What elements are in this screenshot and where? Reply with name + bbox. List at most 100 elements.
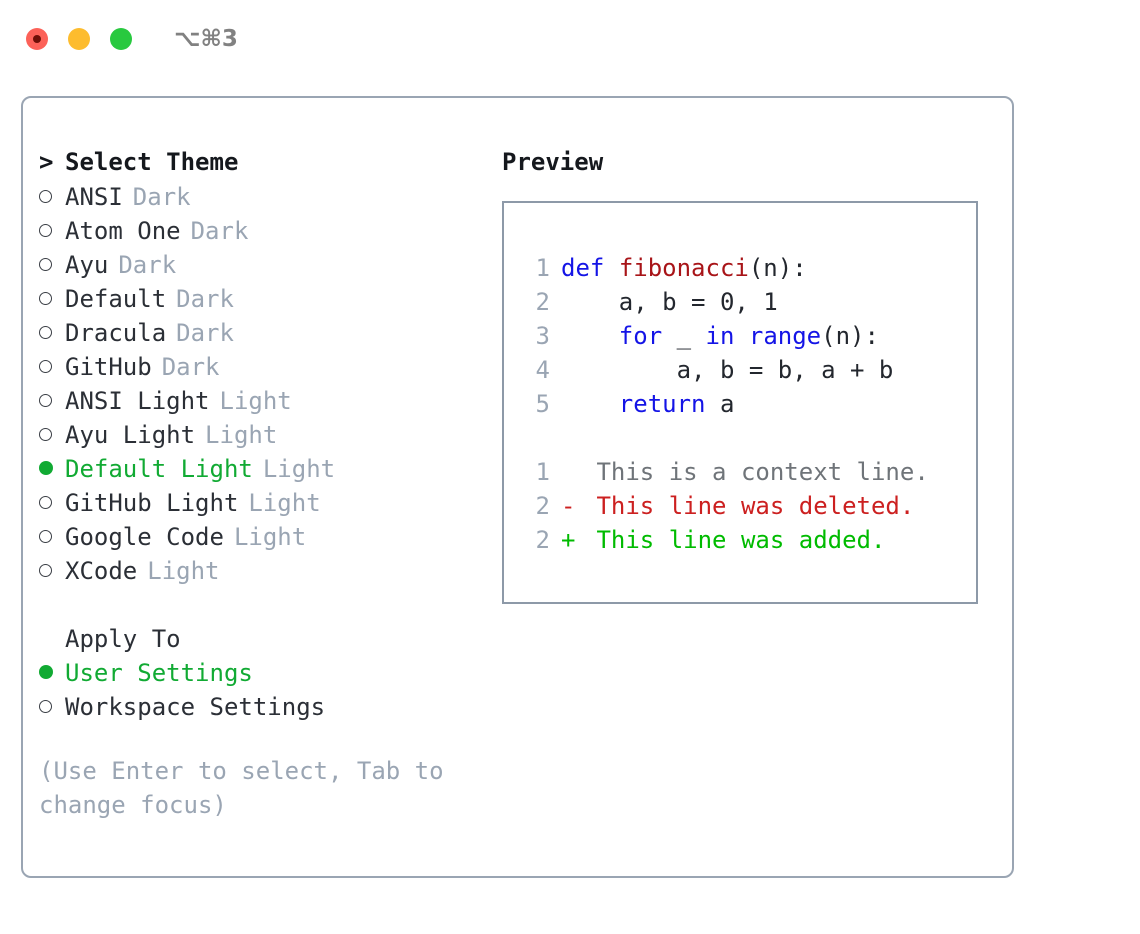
code-line-number: 3 (535, 322, 550, 350)
radio-unselected-icon (39, 316, 65, 350)
code-line: 3 for _ in range(n): (504, 319, 976, 353)
radio-unselected-icon (39, 486, 65, 520)
bullet-empty (39, 292, 52, 305)
apply-to-option-user-settings[interactable]: User Settings (39, 656, 489, 690)
theme-option-variant: Light (147, 557, 220, 585)
preview-title: Preview (502, 148, 604, 176)
code-token (561, 387, 619, 421)
close-window-button[interactable] (26, 28, 48, 50)
theme-option-label: GitHub Light (65, 489, 239, 517)
code-line-number: 4 (535, 356, 550, 384)
radio-unselected-icon (39, 520, 65, 554)
window-titlebar: ⌥⌘3 (0, 0, 1140, 78)
code-token: (n): (748, 254, 807, 282)
theme-option-google-code[interactable]: Google Code Light (39, 520, 489, 554)
bullet-empty (39, 360, 52, 373)
code-line: 4 a, b = b, a + b (504, 353, 976, 387)
code-line: 1 def fibonacci(n): (504, 251, 976, 285)
theme-option-default[interactable]: Default Dark (39, 282, 489, 316)
diff-sign: + (561, 526, 576, 554)
theme-option-variant: Dark (118, 251, 177, 279)
page-title-label: Select Theme (65, 148, 239, 176)
bullet-empty (39, 496, 52, 509)
code-line-number: 5 (535, 390, 550, 418)
theme-option-ansi[interactable]: ANSI Dark (39, 180, 489, 214)
theme-option-label: Ayu (65, 251, 109, 279)
radio-unselected-icon (39, 690, 65, 724)
theme-option-label: ANSI (65, 183, 123, 211)
theme-option-variant: Dark (176, 285, 234, 313)
code-line-number: 2 (535, 288, 550, 316)
code-token: range (748, 322, 822, 350)
bullet-empty (39, 564, 52, 577)
theme-option-label: Ayu Light (65, 421, 196, 449)
code-diff-spacer (504, 421, 976, 455)
apply-to-option-workspace-settings[interactable]: Workspace Settings (39, 690, 489, 724)
radio-unselected-icon (39, 248, 65, 282)
bullet-empty (39, 224, 52, 237)
code-line-number: 1 (535, 254, 550, 282)
theme-option-variant: Light (248, 489, 321, 517)
theme-option-label: XCode (65, 557, 138, 585)
diff-sign: - (561, 492, 576, 520)
radio-unselected-icon (39, 180, 65, 214)
theme-option-label: ANSI Light (65, 387, 210, 415)
apply-to-option-label: Workspace Settings (65, 693, 326, 721)
theme-option-label: Dracula (65, 319, 167, 347)
diff-line-text: This line was deleted. (582, 492, 915, 520)
window-controls (26, 28, 132, 50)
theme-option-variant: Dark (132, 183, 191, 211)
code-token: def (561, 254, 605, 282)
bullet-empty (39, 190, 52, 203)
diff-line: 1 This is a context line. (504, 455, 976, 489)
radio-unselected-icon (39, 350, 65, 384)
theme-option-ayu[interactable]: Ayu Dark (39, 248, 489, 282)
theme-option-label: Google Code (65, 523, 224, 551)
diff-line: 2+ This line was added. (504, 523, 976, 557)
code-line: 5 return a (504, 387, 976, 421)
theme-option-variant: Dark (176, 319, 234, 347)
theme-option-dracula[interactable]: Dracula Dark (39, 316, 489, 350)
code-token (561, 319, 619, 353)
diff-line-text: This line was added. (582, 526, 886, 554)
theme-option-label: Atom One (65, 217, 181, 245)
theme-option-variant: Dark (161, 353, 220, 381)
code-token: fibonacci (618, 254, 749, 282)
code-token: _ (662, 322, 706, 350)
code-token (734, 319, 748, 353)
theme-option-variant: Light (233, 523, 307, 551)
diff-line: 2- This line was deleted. (504, 489, 976, 523)
radio-unselected-icon (39, 282, 65, 316)
radio-selected-icon (39, 656, 65, 690)
code-token: a, b = 0, 1 (561, 288, 778, 316)
diff-line-number: 2 (535, 492, 550, 520)
theme-option-variant: Light (262, 455, 336, 483)
code-token: for (618, 322, 663, 350)
bullet-empty (39, 428, 52, 441)
apply-to-header: Apply To (65, 625, 181, 653)
maximize-window-button[interactable] (110, 28, 132, 50)
diff-line-text: This is a context line. (582, 458, 929, 486)
theme-option-xcode[interactable]: XCode Light (39, 554, 489, 588)
bullet-filled (39, 665, 53, 679)
code-token (604, 251, 618, 285)
theme-option-github-light[interactable]: GitHub Light Light (39, 486, 489, 520)
minimize-window-button[interactable] (68, 28, 90, 50)
bullet-filled (39, 461, 53, 475)
radio-unselected-icon (39, 418, 65, 452)
keybinding-label: ⌥⌘3 (174, 26, 238, 52)
prompt-caret: > (39, 148, 68, 176)
code-token: in (705, 322, 735, 350)
code-line: 2 a, b = 0, 1 (504, 285, 976, 319)
theme-option-label: Default (65, 285, 167, 313)
bullet-empty (39, 700, 52, 713)
